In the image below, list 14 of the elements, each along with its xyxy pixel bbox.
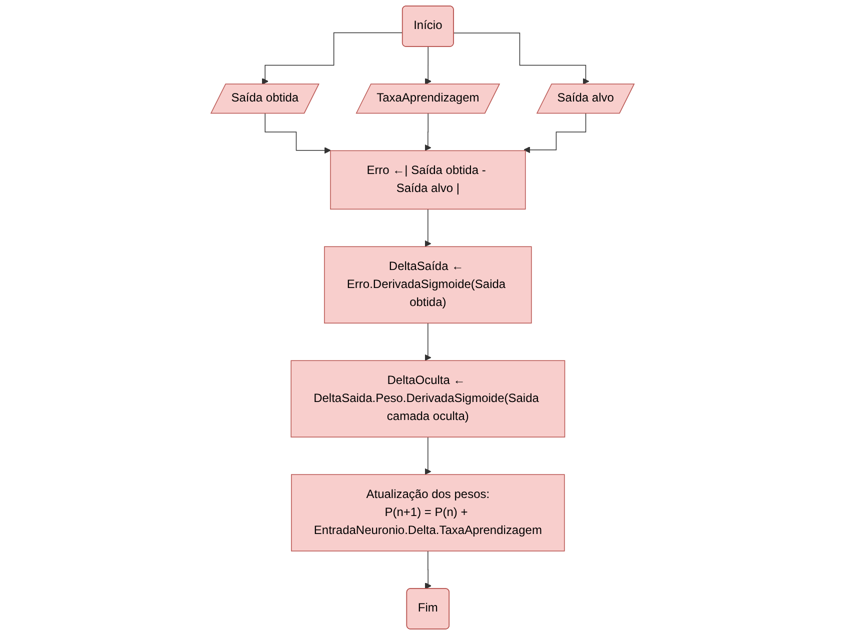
arrow: [262, 32, 403, 85]
node-box: DeltaOculta ← DeltaSaida.Peso.DerivadaSigmoide(Saida camada oculta): [290, 360, 566, 438]
arrow: [424, 550, 432, 590]
arrow: [424, 113, 432, 151]
arrow: [264, 113, 331, 154]
node-box: DeltaSaída ← Erro.DerivadaSigmoide(Saida obtida): [324, 246, 532, 324]
arrow: [424, 436, 432, 475]
arrow: [453, 32, 590, 85]
node-box: Atualização dos pesos: P(n+1) = P(n) + EntradaNeuronio.Delta.TaxaAprendizagem: [290, 474, 565, 552]
node-box: Erro ←| Saída obtida - Saída alvo |: [330, 150, 526, 210]
arrow: [424, 322, 432, 361]
arrow: [424, 46, 432, 85]
arrow: [424, 208, 432, 247]
arrow: [523, 113, 586, 154]
